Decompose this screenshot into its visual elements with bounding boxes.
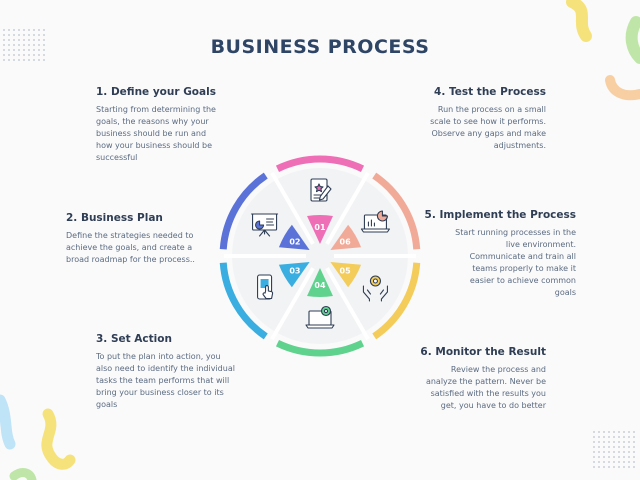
- step-2: 2. Business Plan Define the strategies n…: [66, 212, 226, 266]
- outer-arc-06: [372, 172, 421, 250]
- step-1: 1. Define your Goals Starting from deter…: [96, 86, 256, 164]
- step-4: 4. Test the Process Run the process on a…: [386, 86, 546, 152]
- goal-document-icon: [310, 178, 332, 202]
- step-3-heading: 3. Set Action: [96, 333, 172, 345]
- step-6-heading: 6. Monitor the Result: [420, 346, 546, 358]
- wheel-separator: [325, 171, 370, 245]
- step-6: 6. Monitor the Result Review the process…: [386, 346, 546, 412]
- inner-wedge-03: [278, 262, 310, 288]
- wheel-disc: [232, 168, 408, 344]
- step-4-text: Run the process on a small scale to see …: [430, 105, 546, 150]
- step-2-text: Define the strategies needed to achieve …: [66, 231, 195, 264]
- laptop-chart-icon: [360, 210, 390, 233]
- inner-wedge-02: [278, 224, 310, 250]
- step-number-02: 02: [289, 238, 300, 247]
- wheel-separator: [270, 171, 315, 245]
- step-4-heading: 4. Test the Process: [434, 86, 546, 98]
- squiggle-yellow-bottom: [41, 408, 76, 470]
- outer-arc-01: [275, 155, 365, 172]
- inner-wedge-04: [307, 268, 333, 297]
- step-5-heading: 5. Implement the Process: [424, 209, 576, 221]
- wheel-separator: [325, 267, 370, 341]
- mobile-tap-icon: [257, 274, 274, 300]
- step-5: 5. Implement the Process Start running p…: [400, 209, 576, 299]
- wheel-separator: [270, 267, 315, 341]
- step-number-03: 03: [289, 267, 300, 276]
- squiggle-peach-right: [605, 75, 640, 101]
- outer-arc-05: [372, 262, 421, 340]
- page-title: BUSINESS PROCESS: [210, 36, 430, 58]
- step-6-text: Review the process and analyze the patte…: [425, 365, 546, 410]
- laptop-gear-icon: [305, 305, 335, 329]
- step-3-text: To put the plan into action, you also ne…: [96, 352, 235, 409]
- step-5-text: Start running processes in the live envi…: [455, 228, 576, 297]
- step-number-06: 06: [340, 238, 352, 247]
- step-number-05: 05: [340, 267, 352, 276]
- step-1-text: Starting from determining the goals, the…: [96, 105, 216, 162]
- inner-wedge-05: [330, 262, 362, 288]
- step-number-01: 01: [314, 223, 326, 232]
- outer-arc-04: [275, 340, 365, 357]
- inner-wedge-01: [307, 215, 333, 244]
- outer-arc-02: [219, 172, 268, 250]
- step-number-04: 04: [314, 281, 326, 290]
- squiggle-green-top: [625, 16, 640, 64]
- step-3: 3. Set Action To put the plan into actio…: [96, 333, 256, 411]
- presentation-board-icon: [251, 213, 279, 237]
- step-2-heading: 2. Business Plan: [66, 212, 163, 224]
- squiggle-blue-bottom: [0, 394, 16, 450]
- squiggle-yellow-top: [566, 0, 592, 42]
- squiggle-green-bottom: [9, 468, 37, 480]
- inner-wedge-06: [330, 224, 362, 250]
- hands-gear-icon: [362, 275, 388, 302]
- dot-grid-top-left: [3, 29, 45, 61]
- outer-arc-03: [219, 262, 268, 340]
- step-1-heading: 1. Define your Goals: [96, 86, 216, 98]
